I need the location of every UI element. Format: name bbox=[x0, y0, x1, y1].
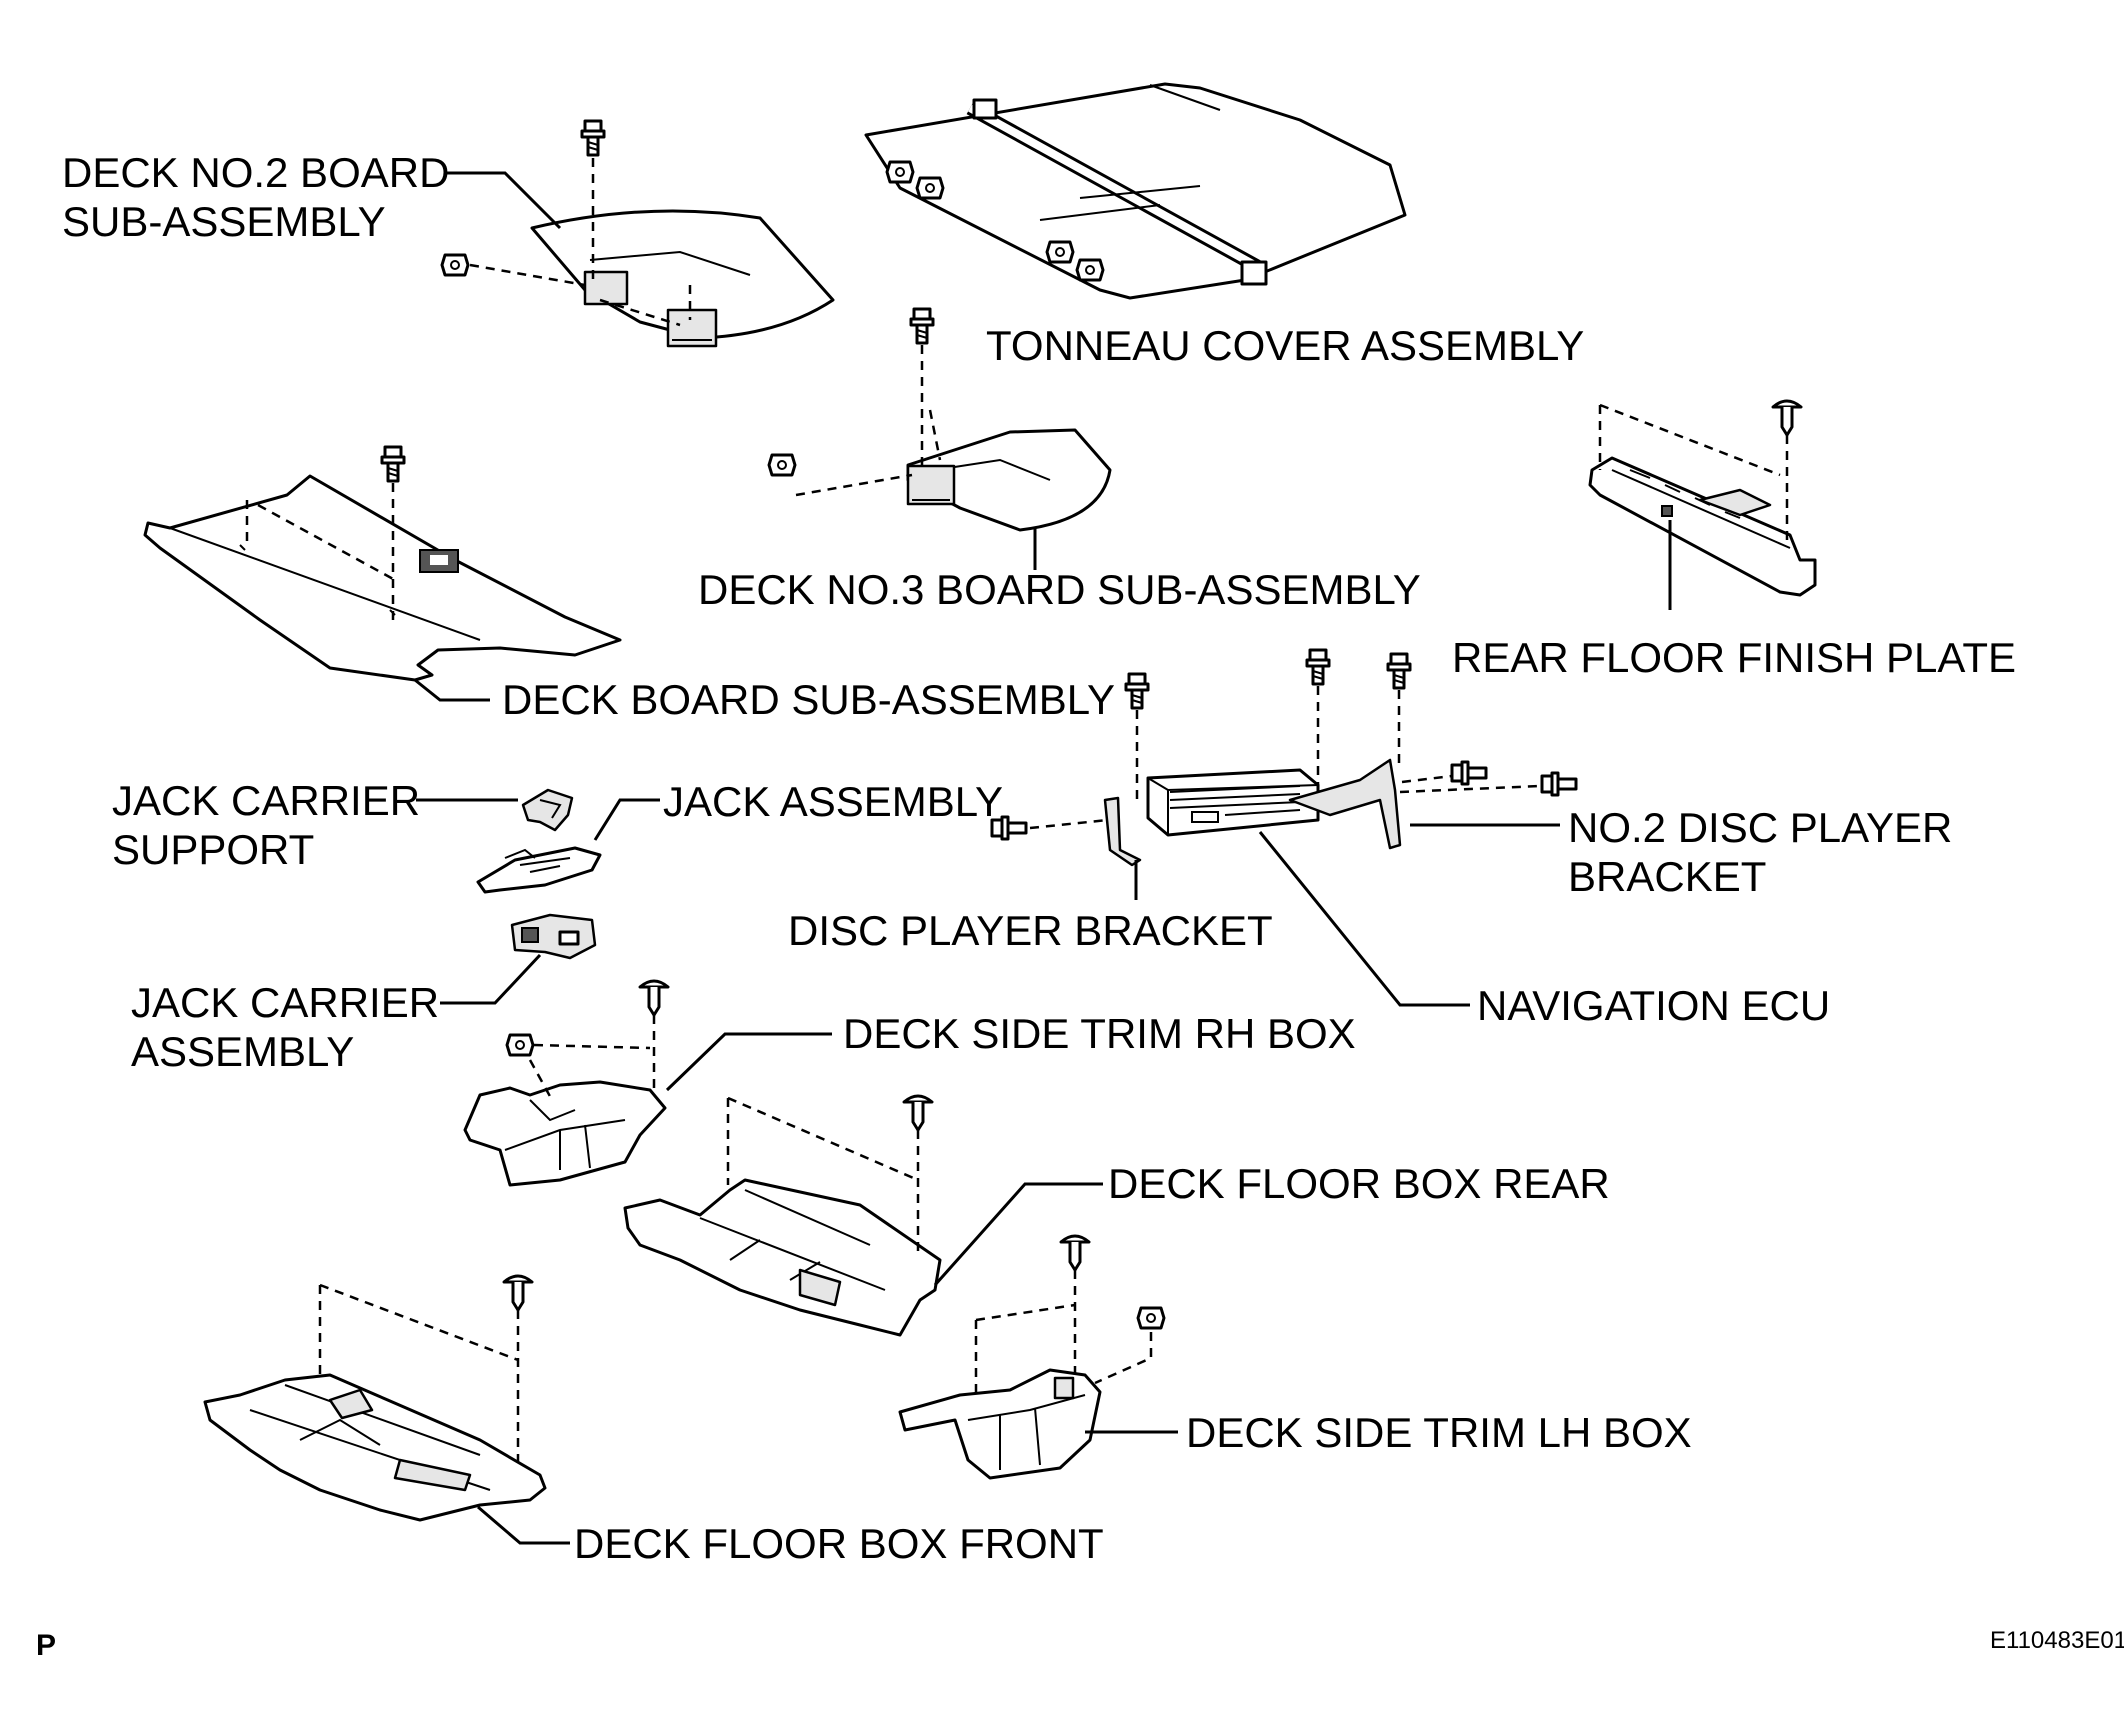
disc-player-bracket-text: DISC PLAYER BRACKET bbox=[788, 907, 1273, 954]
label-deck-side-trim-lh: DECK SIDE TRIM LH BOX bbox=[1186, 1409, 1692, 1456]
jack-carrier-assembly-line2: ASSEMBLY bbox=[131, 1028, 354, 1075]
label-navigation-ecu: NAVIGATION ECU bbox=[1477, 982, 1830, 1029]
label-deck-side-trim-rh: DECK SIDE TRIM RH BOX bbox=[843, 1010, 1356, 1057]
deck-floor-box-front-part bbox=[203, 1274, 570, 1545]
deck-no2-board-line1: DECK NO.2 BOARD bbox=[62, 149, 449, 196]
deck-no2-board-line2: SUB-ASSEMBLY bbox=[62, 198, 386, 245]
deck-side-trim-lh-box-part bbox=[898, 1234, 1178, 1480]
navigation-ecu-part bbox=[990, 648, 1578, 1007]
jack-parts bbox=[416, 788, 660, 1005]
corner-mark: P bbox=[36, 1629, 56, 1662]
label-tonneau-cover: TONNEAU COVER ASSEMBLY bbox=[986, 322, 1584, 369]
no2-disc-player-bracket-line1: NO.2 DISC PLAYER bbox=[1568, 804, 1952, 851]
jack-carrier-assembly-line1: JACK CARRIER bbox=[131, 979, 439, 1026]
label-deck-floor-box-front: DECK FLOOR BOX FRONT bbox=[574, 1520, 1104, 1567]
deck-side-trim-lh-text: DECK SIDE TRIM LH BOX bbox=[1186, 1409, 1692, 1456]
tonneau-cover-text: TONNEAU COVER ASSEMBLY bbox=[986, 322, 1584, 369]
no2-disc-player-bracket-line2: BRACKET bbox=[1568, 853, 1766, 900]
label-jack-carrier-support: JACK CARRIER SUPPORT bbox=[112, 777, 420, 873]
label-deck-board: DECK BOARD SUB-ASSEMBLY bbox=[502, 676, 1115, 723]
jack-assembly-text: JACK ASSEMBLY bbox=[663, 778, 1003, 825]
label-rear-floor-finish-plate: REAR FLOOR FINISH PLATE bbox=[1452, 634, 2016, 681]
jack-carrier-support-line1: JACK CARRIER bbox=[112, 777, 420, 824]
navigation-ecu-text: NAVIGATION ECU bbox=[1477, 982, 1830, 1029]
deck-no2-board-part bbox=[440, 119, 835, 348]
label-deck-no2-board: DECK NO.2 BOARD SUB-ASSEMBLY bbox=[62, 149, 562, 245]
label-deck-no3-board: DECK NO.3 BOARD SUB-ASSEMBLY bbox=[698, 566, 1421, 613]
label-no2-disc-player-bracket: NO.2 DISC PLAYER BRACKET bbox=[1568, 804, 1952, 900]
tonneau-cover-part bbox=[864, 82, 1407, 300]
deck-no3-board-part bbox=[767, 307, 1112, 570]
deck-board-part bbox=[143, 445, 622, 702]
label-jack-assembly: JACK ASSEMBLY bbox=[663, 778, 1003, 825]
deck-side-trim-rh-text: DECK SIDE TRIM RH BOX bbox=[843, 1010, 1356, 1057]
deck-floor-box-rear-text: DECK FLOOR BOX REAR bbox=[1108, 1160, 1610, 1207]
figure-code: E110483E01 bbox=[1990, 1627, 2124, 1654]
deck-floor-box-rear-part bbox=[623, 1094, 1103, 1337]
label-deck-floor-box-rear: DECK FLOOR BOX REAR bbox=[1108, 1160, 1610, 1207]
deck-floor-box-front-text: DECK FLOOR BOX FRONT bbox=[574, 1520, 1104, 1567]
label-jack-carrier-assembly: JACK CARRIER ASSEMBLY bbox=[131, 979, 439, 1075]
jack-carrier-support-line2: SUPPORT bbox=[112, 826, 314, 873]
rear-floor-finish-plate-text: REAR FLOOR FINISH PLATE bbox=[1452, 634, 2016, 681]
rear-floor-finish-plate-part bbox=[1588, 399, 1817, 610]
deck-no3-board-text: DECK NO.3 BOARD SUB-ASSEMBLY bbox=[698, 566, 1421, 613]
label-disc-player-bracket: DISC PLAYER BRACKET bbox=[788, 907, 1273, 954]
deck-board-text: DECK BOARD SUB-ASSEMBLY bbox=[502, 676, 1115, 723]
deck-side-trim-rh-box-part bbox=[463, 979, 832, 1187]
